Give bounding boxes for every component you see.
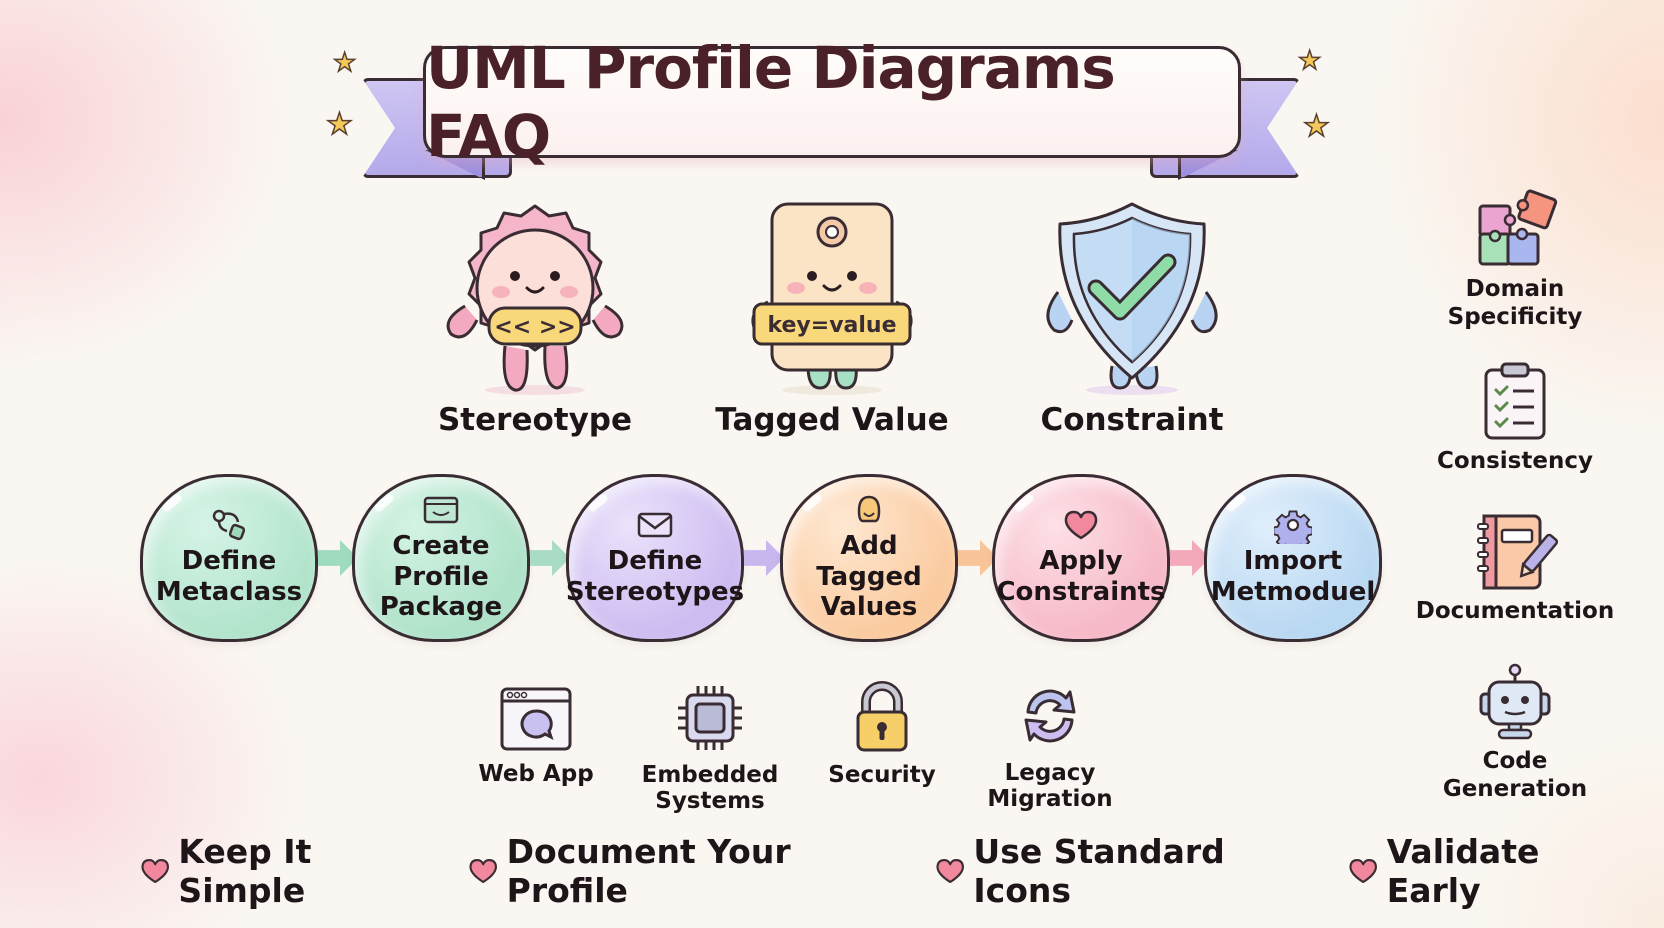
title-banner: UML Profile Diagrams FAQ <box>423 34 1241 170</box>
concept-stereotype: << >> Stereotype <box>415 196 655 438</box>
star-icon: ★ <box>332 48 357 78</box>
tip-keep-it-simple: Keep It Simple <box>140 832 436 910</box>
concept-constraint: Constraint <box>1012 196 1252 438</box>
star-icon: ★ <box>1302 109 1330 144</box>
browser-chat-icon <box>500 687 572 751</box>
concept-label: Tagged Value <box>715 402 949 438</box>
process-step-add-tagged-values: Add Tagged Values <box>780 474 958 642</box>
process-step-apply-constraints: Apply Constraints <box>992 474 1170 642</box>
shield-check-character-icon <box>1046 202 1218 395</box>
package-box-icon <box>421 493 461 527</box>
process-step-define-metaclass: Define Metaclass <box>140 474 318 642</box>
tip-document-your-profile: Document Your Profile <box>468 832 903 910</box>
svg-text:key=value: key=value <box>767 313 896 338</box>
robot-icon <box>1479 663 1551 740</box>
heart-icon <box>469 858 498 884</box>
gear-icon <box>1274 508 1312 545</box>
use-case-embedded-systems: Embedded Systems <box>635 682 785 815</box>
concept-label: Constraint <box>1040 402 1224 438</box>
benefit-consistency: Consistency <box>1415 360 1615 476</box>
chip-icon <box>678 686 742 750</box>
process-step-create-profile-package: Create Profile Package <box>352 474 530 642</box>
stereotype-character-icon: << >> <box>446 204 624 395</box>
connector-icon <box>209 508 249 542</box>
tip-use-standard-icons: Use Standard Icons <box>935 832 1316 910</box>
flow-arrow-icon <box>744 540 784 576</box>
heart-icon <box>141 858 169 884</box>
star-icon: ★ <box>325 107 353 142</box>
use-case-security: Security <box>807 680 957 788</box>
tip-validate-early: Validate Early <box>1348 832 1632 910</box>
benefit-domain-specificity: Domain Specificity <box>1415 186 1615 331</box>
page-title: UML Profile Diagrams FAQ <box>426 34 1116 170</box>
heart-icon <box>936 858 964 884</box>
concept-tagged-value: key=value Tagged Value <box>712 196 952 438</box>
benefit-code-generation: Code Generation <box>1415 662 1615 803</box>
use-case-web-app: Web App <box>461 685 611 787</box>
refresh-arrows-icon <box>1024 689 1076 743</box>
notebook-pencil-icon <box>1477 514 1558 590</box>
padlock-icon <box>856 681 908 752</box>
tips-row: Keep It Simple Document Your Profile Use… <box>140 832 1664 910</box>
process-step-define-stereotypes: Define Stereotypes <box>566 474 744 642</box>
svg-text:<< >>: << >> <box>494 315 575 340</box>
clipboard-checklist-icon <box>1484 362 1546 440</box>
heart-icon <box>1063 508 1099 542</box>
tag-character-icon: key=value <box>751 202 913 395</box>
envelope-icon <box>636 508 674 542</box>
process-step-import-metmoduel: Import Metmoduel <box>1204 474 1382 642</box>
puzzle-icon <box>1478 189 1558 266</box>
star-icon: ★ <box>1297 46 1322 76</box>
tag-bell-icon <box>852 493 886 527</box>
heart-icon <box>1349 858 1378 884</box>
concept-label: Stereotype <box>437 402 633 438</box>
benefit-documentation: Documentation <box>1415 512 1615 626</box>
flow-arrow-icon <box>530 540 570 576</box>
use-case-legacy-migration: Legacy Migration <box>975 680 1125 813</box>
